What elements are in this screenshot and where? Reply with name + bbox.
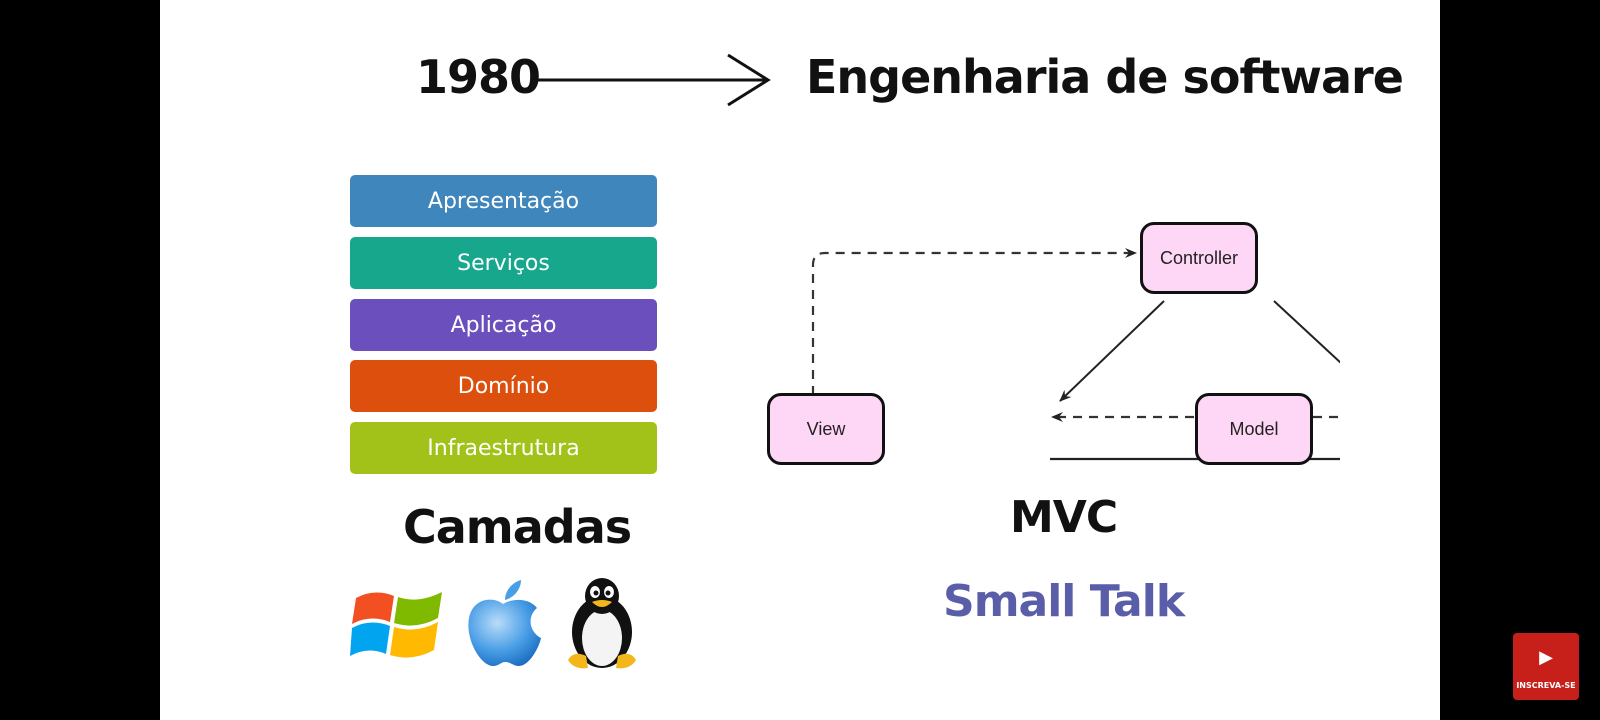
dashed-arrow-view-controller xyxy=(811,248,1137,395)
layer-servicos: Serviços xyxy=(350,237,657,289)
mvc-label: MVC xyxy=(1010,492,1118,543)
linux-tux-icon xyxy=(568,578,636,669)
view-box: View xyxy=(767,393,885,465)
view-label: View xyxy=(806,418,846,439)
subscribe-label: INSCREVA-SE xyxy=(1516,681,1576,690)
model-label: Model xyxy=(1229,418,1279,439)
play-icon: ▶ xyxy=(1539,647,1553,668)
layer-dominio: Domínio xyxy=(350,360,657,412)
slide-heading: Engenharia de software xyxy=(806,50,1404,104)
controller-label: Controller xyxy=(1159,247,1239,268)
arrow-controller-view xyxy=(1059,300,1165,402)
apple-logo-icon xyxy=(468,580,541,666)
small-talk-label: Small Talk xyxy=(943,576,1185,627)
layer-apresentacao: Apresentação xyxy=(350,175,657,227)
arrow-right-icon xyxy=(532,53,771,107)
windows-logo-icon xyxy=(350,592,442,658)
layer-label: Serviços xyxy=(457,250,550,276)
layer-label: Apresentação xyxy=(427,188,580,214)
model-box: Model xyxy=(1195,393,1313,465)
layer-infraestrutura: Infraestrutura xyxy=(350,422,657,474)
layer-label: Domínio xyxy=(457,373,550,399)
presentation-slide: 1980 Engenharia de software Apresentação… xyxy=(160,0,1440,720)
subscribe-button[interactable]: ▶ INSCREVA-SE xyxy=(1513,633,1579,700)
layer-label: Infraestrutura xyxy=(427,435,580,461)
year-label: 1980 xyxy=(416,50,541,104)
layer-aplicacao: Aplicação xyxy=(350,299,657,351)
arrow-controller-model xyxy=(1273,300,1340,364)
camadas-label: Camadas xyxy=(403,500,632,554)
controller-box: Controller xyxy=(1140,222,1258,294)
layer-label: Aplicação xyxy=(450,312,557,338)
